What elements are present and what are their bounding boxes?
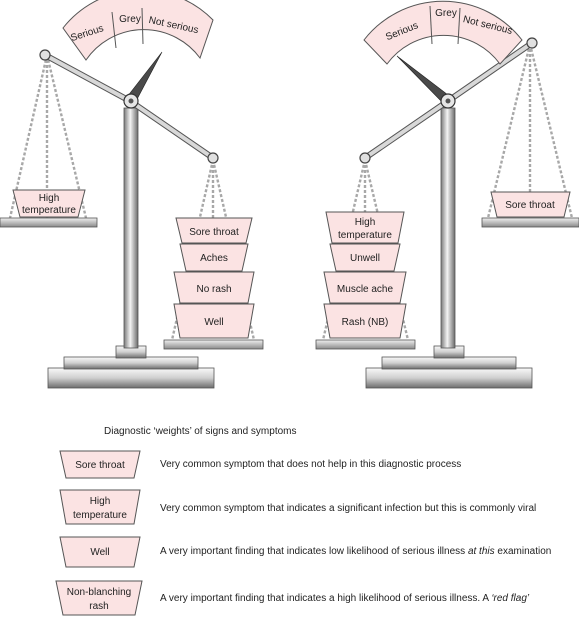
right-scale: Serious Grey Not serious Sore throat Ras… <box>315 0 579 389</box>
legend-weight-high-temperature: High temperature <box>59 489 141 525</box>
weight-aches <box>179 243 249 272</box>
right-dial <box>363 0 523 65</box>
right-base-plate <box>365 367 533 389</box>
weight-no-rash <box>173 271 255 304</box>
legend-row-high-temperature: High temperature Very common symptom tha… <box>0 488 579 528</box>
legend-desc-rash-text: A very important finding that indicates … <box>160 593 492 604</box>
legend-desc-sore-throat: Very common symptom that does not help i… <box>160 459 461 470</box>
weight-sore-throat-right-label: Sore throat <box>505 200 555 211</box>
legend-weight-rash-line1: Non-blanching <box>67 587 132 598</box>
weight-well-label: Well <box>204 317 223 328</box>
weight-no-rash-label: No rash <box>196 284 231 295</box>
legend-weight-high-line1: High <box>90 496 111 507</box>
right-beam-end-right <box>526 37 538 49</box>
weight-high-temperature-right-line2: temperature <box>338 230 392 241</box>
weight-high-temperature-line1: High <box>39 193 60 204</box>
legend-desc-rash-emphasis: ‘red flag’ <box>491 593 530 604</box>
left-beam-end-left <box>39 49 51 61</box>
weight-rash-nb-label: Rash (NB) <box>342 317 389 328</box>
balance-scales-illustration: Serious Grey Not serious High temperatur… <box>0 0 579 389</box>
weight-rash-nb <box>323 303 407 339</box>
left-beam-end-right <box>207 152 219 164</box>
legend-weight-high-line2: temperature <box>73 510 127 521</box>
left-pillar <box>123 107 139 349</box>
weight-high-temperature-line2: temperature <box>22 205 76 216</box>
left-base-step <box>63 356 199 370</box>
legend-desc-high-temperature-text: Very common symptom that indicates a sig… <box>160 503 537 514</box>
weight-aches-label: Aches <box>200 253 228 264</box>
legend-weight-sore-throat-label: Sore throat <box>75 460 125 471</box>
legend-row-sore-throat: Sore throat Very common symptom that doe… <box>0 446 579 486</box>
weight-high-temperature <box>12 189 86 218</box>
weight-sore-throat-right <box>490 191 571 218</box>
legend-desc-non-blanching-rash: A very important finding that indicates … <box>160 593 529 604</box>
legend-desc-high-temperature: Very common symptom that indicates a sig… <box>160 503 536 514</box>
legend-weight-well-label: Well <box>90 547 109 558</box>
legend-row-well: Well A very important finding that indic… <box>0 533 579 573</box>
weight-unwell-label: Unwell <box>350 253 380 264</box>
weight-sore-throat-label: Sore throat <box>189 227 239 238</box>
legend-desc-well-emphasis: at this <box>467 546 495 557</box>
legend-weight-non-blanching-rash: Non-blanching rash <box>55 580 143 616</box>
right-beam-end-left <box>359 152 371 164</box>
weight-well <box>173 303 255 339</box>
legend-weight-sore-throat: Sore throat <box>59 450 141 479</box>
legend-desc-sore-throat-text: Very common symptom that does not help i… <box>160 459 462 470</box>
weight-sore-throat <box>175 217 253 244</box>
left-scale: Serious Grey Not serious High temperatur… <box>0 0 264 389</box>
weight-unwell <box>329 243 401 272</box>
legend-desc-well-text: A very important finding that indicates … <box>160 546 468 557</box>
legend-row-non-blanching-rash: Non-blanching rash A very important find… <box>0 578 579 618</box>
left-base-plate <box>47 367 215 389</box>
legend-desc-well: A very important finding that indicates … <box>160 546 551 557</box>
right-scale-right-pan <box>481 217 579 228</box>
left-dial <box>62 0 214 61</box>
weight-high-temperature-right-line1: High <box>355 217 376 228</box>
right-scale-left-pan <box>315 339 416 350</box>
right-dial-grey: Grey <box>435 8 457 19</box>
legend-weight-well: Well <box>59 536 141 568</box>
weight-high-temperature-right <box>325 211 405 244</box>
right-pillar <box>440 107 456 349</box>
right-base-step <box>381 356 517 370</box>
left-scale-left-pan <box>0 217 98 228</box>
right-scale-right-chains <box>486 43 574 219</box>
weight-muscle-ache <box>323 271 407 304</box>
legend-desc-well-tail: examination <box>494 546 552 557</box>
left-dial-grey: Grey <box>119 14 141 25</box>
weight-muscle-ache-label: Muscle ache <box>337 284 394 295</box>
left-scale-right-pan <box>163 339 264 350</box>
legend-title: Diagnostic ‘weights’ of signs and sympto… <box>104 426 297 437</box>
legend-weight-rash-line2: rash <box>89 601 108 612</box>
